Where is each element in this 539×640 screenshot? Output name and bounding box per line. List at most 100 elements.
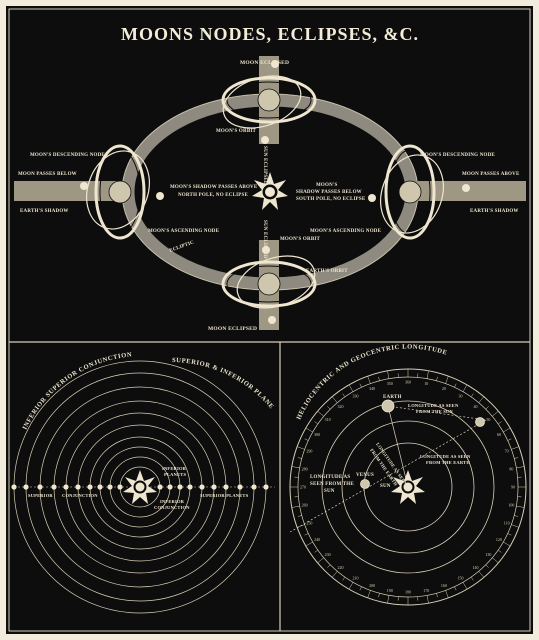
planet-dot	[251, 484, 257, 490]
degree-tick	[304, 438, 309, 441]
label-shadow-above-1: MOON'S SHADOW PASSES ABOVE	[170, 185, 258, 190]
degree-tick	[507, 533, 512, 536]
label-earths-orbit: EARTH'S ORBIT	[306, 269, 348, 274]
degree-tick	[454, 383, 457, 388]
label-sun-eclipsed-bottom: SUN ECLIPSED	[262, 220, 267, 259]
outer-planet-marker	[475, 417, 485, 427]
degree-tick	[426, 595, 429, 604]
plate-title: MOONS NODES, ECLIPSES, &C.	[121, 24, 419, 44]
degree-label: 190	[387, 588, 393, 593]
degree-tick	[492, 557, 499, 564]
degree-tick	[304, 533, 309, 536]
degree-label: 110	[504, 520, 510, 525]
degree-tick	[305, 427, 313, 433]
degree-label: 120	[496, 537, 502, 542]
degree-label: 270	[300, 485, 306, 490]
degree-tick	[342, 393, 346, 398]
label-long-left-2: SEEN FROM THE	[310, 482, 354, 487]
degree-tick	[359, 383, 362, 388]
degree-tick	[470, 576, 474, 581]
label-inferior-conj-1: INFERIOR	[160, 499, 185, 504]
degree-tick	[454, 586, 457, 591]
label-desc-node-left: MOON'S DESCENDING NODE	[30, 153, 105, 158]
planet-dot	[51, 484, 57, 490]
degree-label: 230	[325, 552, 331, 557]
degree-tick	[516, 466, 525, 469]
degree-label: 80	[509, 466, 513, 471]
degree-tick	[497, 421, 502, 425]
degree-tick	[331, 571, 338, 578]
planet-dot	[167, 484, 173, 490]
degree-label: 160	[441, 583, 447, 588]
degree-tick	[511, 446, 519, 450]
degree-tick	[445, 590, 449, 598]
degree-tick	[387, 595, 390, 604]
degree-tick	[342, 576, 346, 581]
label-shadow-below-2: SHADOW PASSES BELOW	[296, 190, 362, 195]
degree-tick	[359, 586, 362, 591]
degree-tick	[297, 446, 305, 450]
planet-markers	[11, 484, 269, 490]
degree-tick	[378, 376, 380, 381]
degree-label: 140	[472, 565, 478, 570]
sun-right	[391, 470, 425, 504]
earth-bottom	[221, 240, 317, 330]
degree-tick	[445, 376, 449, 384]
degree-tick	[514, 515, 519, 517]
degree-tick	[305, 541, 313, 547]
sun-left	[123, 470, 157, 504]
orbit-earth	[341, 420, 475, 554]
earth-left	[14, 144, 164, 240]
degree-tick	[367, 376, 371, 384]
degree-tick	[478, 396, 485, 403]
label-sun-eclipsed-top: SUN ECLIPSED	[262, 146, 267, 185]
planet-dot	[75, 484, 81, 490]
planet-dot	[263, 484, 269, 490]
planet-dot	[37, 484, 43, 490]
degree-tick	[511, 524, 519, 528]
degree-tick	[317, 557, 324, 564]
degree-tick	[367, 590, 371, 598]
planet-dot	[117, 484, 123, 490]
label-venus: VENUS	[356, 473, 374, 478]
degree-tick	[507, 438, 512, 441]
label-shadow-below-1: MOON'S	[316, 183, 337, 188]
degree-label: 330	[353, 394, 359, 399]
label-shadow-below-3: SOUTH POLE, NO ECLIPSE	[296, 197, 366, 202]
degree-label: 360	[405, 380, 411, 385]
degree-tick	[478, 571, 485, 578]
degree-tick	[314, 421, 319, 425]
label-moons-orbit-bottom: MOON'S ORBIT	[280, 237, 321, 242]
degree-label: 30	[459, 394, 463, 399]
planet-dot	[97, 484, 103, 490]
degree-tick	[462, 384, 468, 392]
planet-dot	[11, 484, 17, 490]
degree-tick	[514, 457, 519, 459]
degree-label: 180	[405, 590, 411, 595]
degree-label: 70	[505, 449, 509, 454]
label-conjunction: CONJUNCTION	[62, 493, 98, 498]
label-inferior-planets-1: INFERIOR	[162, 466, 187, 471]
degree-label: 290	[306, 449, 312, 454]
planet-dot	[223, 484, 229, 490]
degree-tick	[317, 410, 324, 417]
degree-label: 20	[442, 386, 446, 391]
degree-tick	[348, 582, 354, 590]
degree-label: 340	[369, 386, 375, 391]
degree-tick	[503, 541, 511, 547]
degree-tick	[470, 393, 474, 398]
planet-dot	[23, 484, 29, 490]
degree-label: 100	[508, 503, 514, 508]
degree-label: 200	[369, 583, 375, 588]
label-moon-passes-below: MOON PASSES BELOW	[18, 172, 77, 177]
label-moon-eclipsed-top: MOON ECLIPSED	[240, 60, 289, 66]
label-long-sun-2: FROM THE SUN	[416, 409, 453, 414]
degree-label: 50	[486, 417, 490, 422]
degree-label: 300	[314, 432, 320, 437]
degree-tick	[492, 410, 499, 417]
degree-tick	[297, 515, 302, 517]
label-long-sun-1: LONGITUDE AS SEEN	[408, 403, 459, 408]
sight-line-1	[289, 419, 487, 533]
sun-center	[252, 172, 288, 210]
degree-label: 130	[485, 552, 491, 557]
